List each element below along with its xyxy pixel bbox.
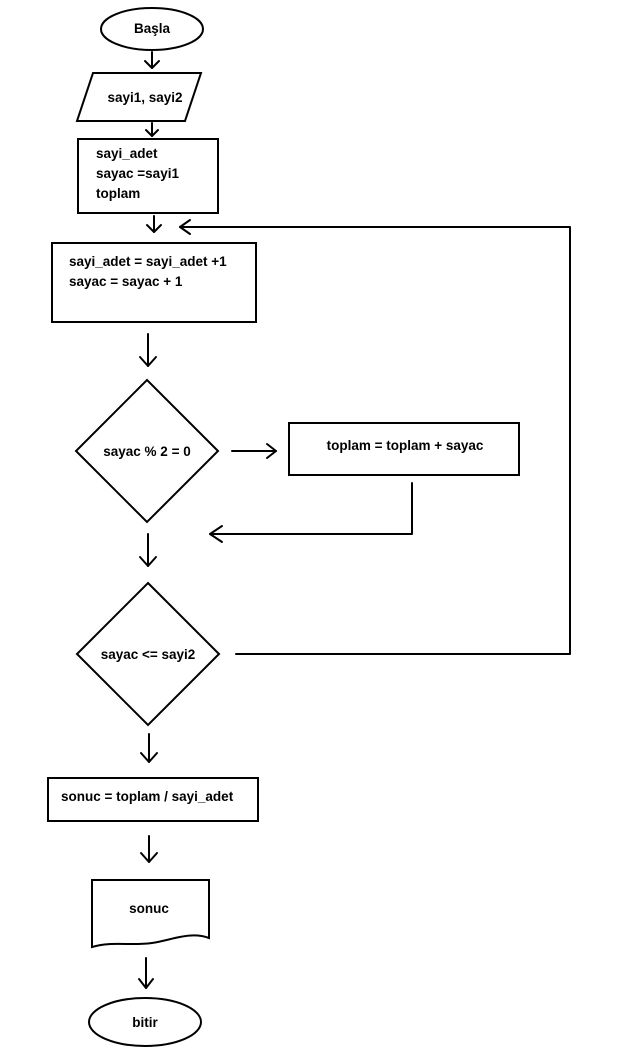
output-label: sonuc <box>129 901 169 916</box>
init-node: sayi_adet sayac =sayi1 toplam <box>77 138 219 214</box>
even-check-decision: sayac % 2 = 0 <box>74 378 220 524</box>
arrow-input-to-init <box>145 122 159 137</box>
arrow-average-to-output <box>140 835 158 863</box>
arrow-output-to-end <box>138 957 154 989</box>
arrow-even-check-to-add <box>231 443 277 459</box>
start-label: Başla <box>134 21 171 36</box>
init-line-1: sayi_adet <box>96 146 158 161</box>
loop-check-decision: sayac <= sayi2 <box>75 581 221 727</box>
arrow-increment-to-even-check <box>139 333 157 367</box>
arrow-add-return <box>209 482 413 543</box>
average-label: sonuc = toplam / sayi_adet <box>61 789 234 804</box>
loop-back-connector <box>179 219 571 655</box>
arrow-start-to-input <box>144 51 160 69</box>
init-line-3: toplam <box>96 186 140 201</box>
arrow-even-check-to-loop-check <box>139 533 157 567</box>
arrow-loop-check-to-average <box>140 733 158 763</box>
input-node: sayi1, sayi2 <box>75 72 203 122</box>
add-step-node: toplam = toplam + sayac <box>288 422 520 476</box>
start-node: Başla <box>100 7 204 51</box>
add-step-label: toplam = toplam + sayac <box>327 438 484 453</box>
end-label: bitir <box>132 1015 158 1030</box>
input-label: sayi1, sayi2 <box>107 90 182 105</box>
arrow-init-to-increment <box>146 215 162 233</box>
increment-line-1: sayi_adet = sayi_adet +1 <box>69 254 227 269</box>
end-node: bitir <box>88 997 202 1047</box>
average-node: sonuc = toplam / sayi_adet <box>47 777 259 822</box>
loop-check-label: sayac <= sayi2 <box>101 647 196 662</box>
init-line-2: sayac =sayi1 <box>96 166 179 181</box>
output-node: sonuc <box>91 879 210 949</box>
increment-node: sayi_adet = sayi_adet +1 sayac = sayac +… <box>51 242 257 323</box>
even-check-label: sayac % 2 = 0 <box>103 444 190 459</box>
increment-line-2: sayac = sayac + 1 <box>69 274 183 289</box>
